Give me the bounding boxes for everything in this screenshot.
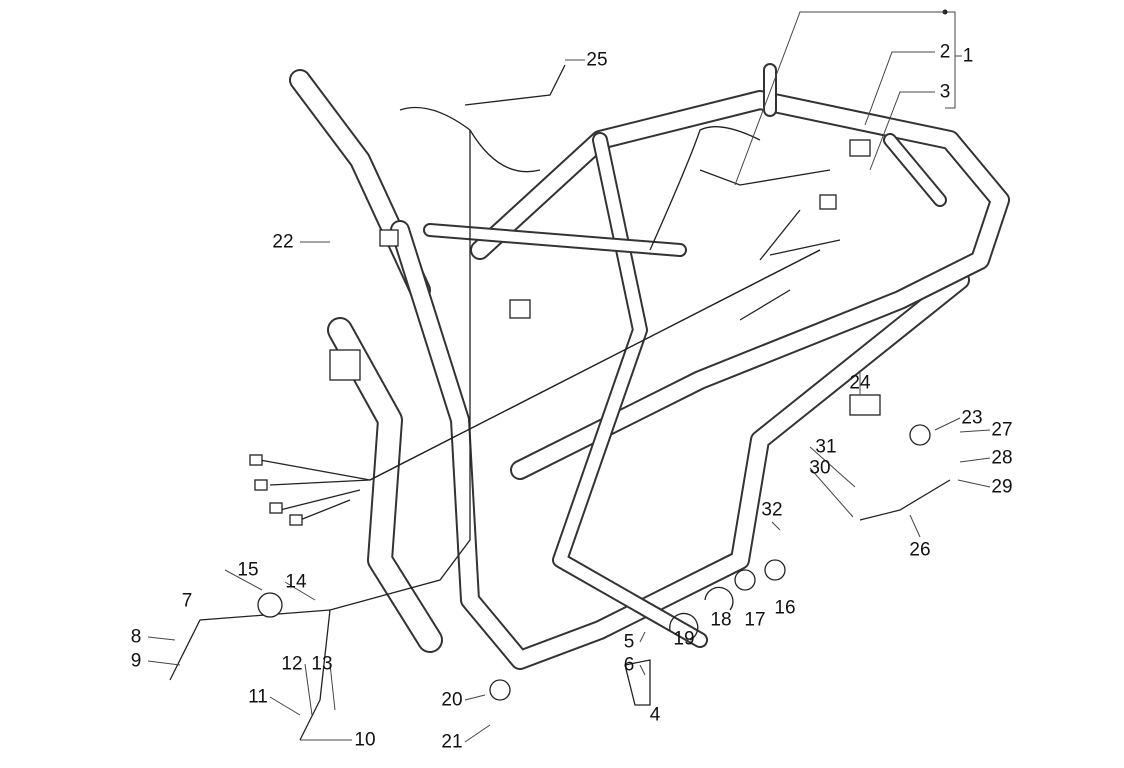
label-9: 9: [130, 650, 142, 672]
label-30: 30: [809, 457, 831, 479]
label-5: 5: [623, 631, 635, 653]
label-28: 28: [991, 447, 1013, 469]
label-27: 27: [991, 419, 1013, 441]
label-20: 20: [441, 689, 463, 711]
label-14: 14: [285, 571, 307, 593]
label-7: 7: [181, 590, 193, 612]
label-24: 24: [849, 372, 871, 394]
label-6: 6: [623, 654, 635, 676]
label-32: 32: [761, 499, 783, 521]
label-15: 15: [237, 559, 259, 581]
label-3: 3: [939, 81, 951, 103]
label-31: 31: [815, 436, 837, 458]
label-8: 8: [130, 626, 142, 648]
label-13: 13: [311, 653, 333, 675]
label-2: 2: [939, 41, 951, 63]
label-21: 21: [441, 731, 463, 753]
bracket-24: [849, 394, 881, 416]
label-29: 29: [991, 476, 1013, 498]
label-26: 26: [909, 539, 931, 561]
wiring-harness: [169, 64, 951, 741]
label-10: 10: [354, 729, 376, 751]
ecu-connector: [329, 349, 361, 381]
label-1: 1: [962, 45, 974, 67]
label-23: 23: [961, 407, 983, 429]
label-17: 17: [744, 609, 766, 631]
label-4: 4: [649, 704, 661, 726]
label-12: 12: [281, 653, 303, 675]
leader-lines: [147, 9, 991, 743]
label-19: 19: [673, 628, 695, 650]
label-16: 16: [774, 597, 796, 619]
label-25: 25: [586, 49, 608, 71]
label-18: 18: [710, 609, 732, 631]
frame: [289, 63, 1010, 670]
label-22: 22: [272, 231, 294, 253]
label-11: 11: [248, 686, 268, 708]
